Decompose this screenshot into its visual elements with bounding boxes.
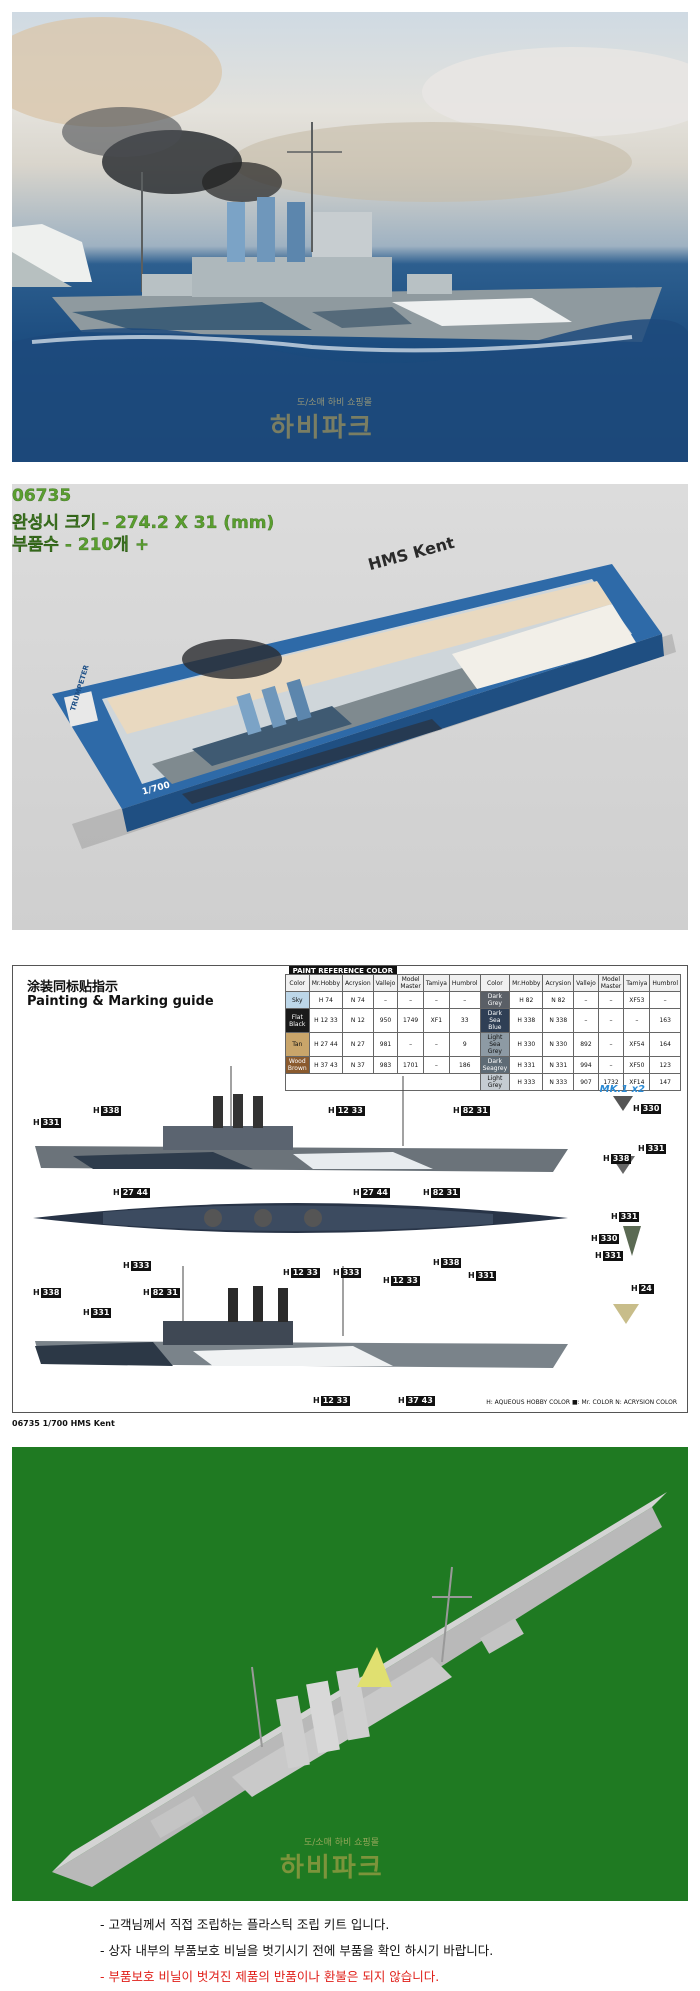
table-cell: 163 <box>649 1008 681 1033</box>
paint-table-title: PAINT REFERENCE COLOR <box>288 966 397 976</box>
table-cell: Dark Seagrey <box>479 1056 511 1074</box>
hero-painting: 하비파크 도/소매 하비 쇼핑몰 <box>12 12 688 462</box>
table-cell: H 333 <box>509 1073 544 1091</box>
table-cell: – <box>573 1008 599 1033</box>
table-header: Vallejo <box>372 974 399 992</box>
table-cell: – <box>623 1008 651 1033</box>
painting-marking-guide: 涂装同标贴指示 Painting & Marking guide PAINT R… <box>12 965 688 1413</box>
table-cell: Dark Sea Blue <box>479 1008 511 1033</box>
box-illustration <box>52 564 676 849</box>
table-header: Vallejo <box>573 974 599 992</box>
table-cell: Light Grey <box>479 1073 511 1091</box>
table-header: Tamiya <box>623 974 651 992</box>
table-cell: Flat Black <box>284 1008 310 1033</box>
table-cell: Sky <box>284 991 310 1009</box>
table-row: Flat Black H 12 33 N 12 950 1749 XF1 33 … <box>284 1008 681 1033</box>
table-cell: Light Sea Grey <box>479 1032 511 1057</box>
table-cell: XF14 <box>623 1073 651 1091</box>
guide-caption: 06735 1/700 HMS Kent <box>12 1419 115 1428</box>
table-cell: 147 <box>649 1073 681 1091</box>
table-cell: N 333 <box>542 1073 575 1091</box>
watermark-subtitle: 도/소매 하비 쇼핑몰 <box>297 398 372 408</box>
table-cell: – <box>397 1032 424 1057</box>
guide-title-chinese: 涂装同标贴指示 <box>27 980 119 995</box>
table-header: Mr.Hobby <box>308 974 344 992</box>
table-cell: 983 <box>372 1056 399 1074</box>
parts-count: 부품수 - 210개 + <box>12 535 150 555</box>
note-line: - 상자 내부의 부품보호 비닐을 벗기시기 전에 부품을 확인 하시기 바랍니… <box>100 1943 494 1958</box>
paint-legend: H: AQUEOUS HOBBY COLOR ■: Mr. COLOR N: A… <box>486 1399 677 1406</box>
table-header: Acrysion <box>342 974 374 992</box>
table-header: Model Master <box>397 974 424 992</box>
table-header-row: Color Mr.Hobby Acrysion Vallejo Model Ma… <box>284 974 681 992</box>
table-cell: N 338 <box>542 1008 575 1033</box>
table-row: Sky H 74 N 74 – – – – Dark Grey H 82 N 8… <box>284 991 681 1009</box>
table-header: Color <box>284 974 310 992</box>
product-code: 06735 <box>12 486 72 506</box>
ship-3d-render <box>52 1492 667 1887</box>
box-art-panel: 06735 완성시 크기 - 274.2 X 31 (mm) 부품수 - 210… <box>12 484 688 930</box>
3d-render-panel: 하비파크 도/소매 하비 쇼핑몰 <box>12 1447 688 1901</box>
table-header: Acrysion <box>542 974 575 992</box>
size-spec: 완성시 크기 - 274.2 X 31 (mm) <box>12 513 275 533</box>
table-cell: – <box>597 1008 625 1033</box>
table-cell: XF1 <box>422 1008 450 1033</box>
table-cell: H 27 44 <box>308 1032 344 1057</box>
watermark-subtitle: 도/소매 하비 쇼핑몰 <box>304 1838 379 1848</box>
table-header: Humbrol <box>649 974 681 992</box>
table-row: Light Grey H 333 N 333 907 1732 XF14 147 <box>284 1073 681 1091</box>
note-line: - 고객님께서 직접 조립하는 플라스틱 조립 키트 입니다. <box>100 1917 390 1932</box>
table-header: Tamiya <box>422 974 450 992</box>
table-header: Humbrol <box>448 974 481 992</box>
table-cell: Dark Grey <box>479 991 511 1009</box>
note-line-warning: - 부품보호 비닐이 벗겨진 제품의 반품이나 환불은 되지 않습니다. <box>100 1969 440 1984</box>
purchase-notes: - 고객님께서 직접 조립하는 플라스틱 조립 키트 입니다. - 상자 내부의… <box>100 1912 660 1990</box>
table-cell: – <box>422 1032 450 1057</box>
table-header: Mr.Hobby <box>509 974 544 992</box>
table-cell: – <box>448 991 481 1009</box>
ship-profiles <box>33 1066 641 1368</box>
mk1-aircraft-label: MK.1 x2 <box>599 1084 645 1095</box>
table-cell: 950 <box>372 1008 399 1033</box>
watermark-logo: 하비파크 <box>270 413 374 443</box>
watermark-logo: 하비파크 <box>280 1853 384 1883</box>
paint-reference-table: Color Mr.Hobby Acrysion Vallejo Model Ma… <box>284 974 681 1091</box>
table-header: Color <box>479 974 511 992</box>
table-header: Model Master <box>597 974 625 992</box>
table-cell: 892 <box>573 1032 599 1057</box>
guide-title-english: Painting & Marking guide <box>27 994 214 1009</box>
ship-painting-illustration <box>12 17 688 462</box>
table-cell: 981 <box>372 1032 399 1057</box>
table-cell: 907 <box>573 1073 599 1091</box>
